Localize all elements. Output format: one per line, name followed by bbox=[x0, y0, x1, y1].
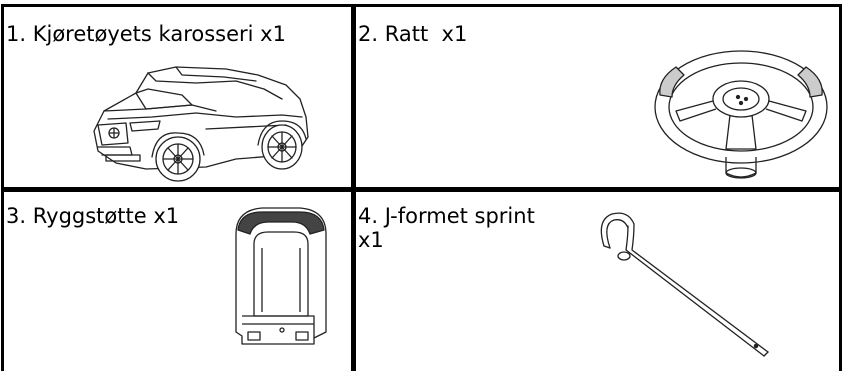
border-top bbox=[1, 4, 842, 7]
part-label-car-body: 1. Kjøretøyets karosseri x1 bbox=[6, 22, 286, 46]
part-label-backrest: 3. Ryggstøtte x1 bbox=[6, 204, 180, 228]
part-cell-car-body: 1. Kjøretøyets karosseri x1 bbox=[4, 7, 351, 187]
part-cell-backrest: 3. Ryggstøtte x1 bbox=[4, 192, 351, 371]
steering-wheel-icon bbox=[646, 45, 836, 187]
divider-horizontal bbox=[1, 187, 842, 192]
parts-table: 1. Kjøretøyets karosseri x1 bbox=[1, 4, 842, 371]
part-cell-j-pin: 4. J-formet sprint x1 bbox=[356, 192, 839, 371]
j-pin-icon bbox=[592, 206, 792, 368]
backrest-icon bbox=[222, 204, 332, 364]
car-body-icon bbox=[86, 59, 318, 187]
part-cell-steering-wheel: 2. Ratt x1 bbox=[356, 7, 839, 187]
part-label-j-pin: 4. J-formet sprint x1 bbox=[358, 204, 535, 252]
part-label-steering-wheel: 2. Ratt x1 bbox=[358, 22, 468, 46]
